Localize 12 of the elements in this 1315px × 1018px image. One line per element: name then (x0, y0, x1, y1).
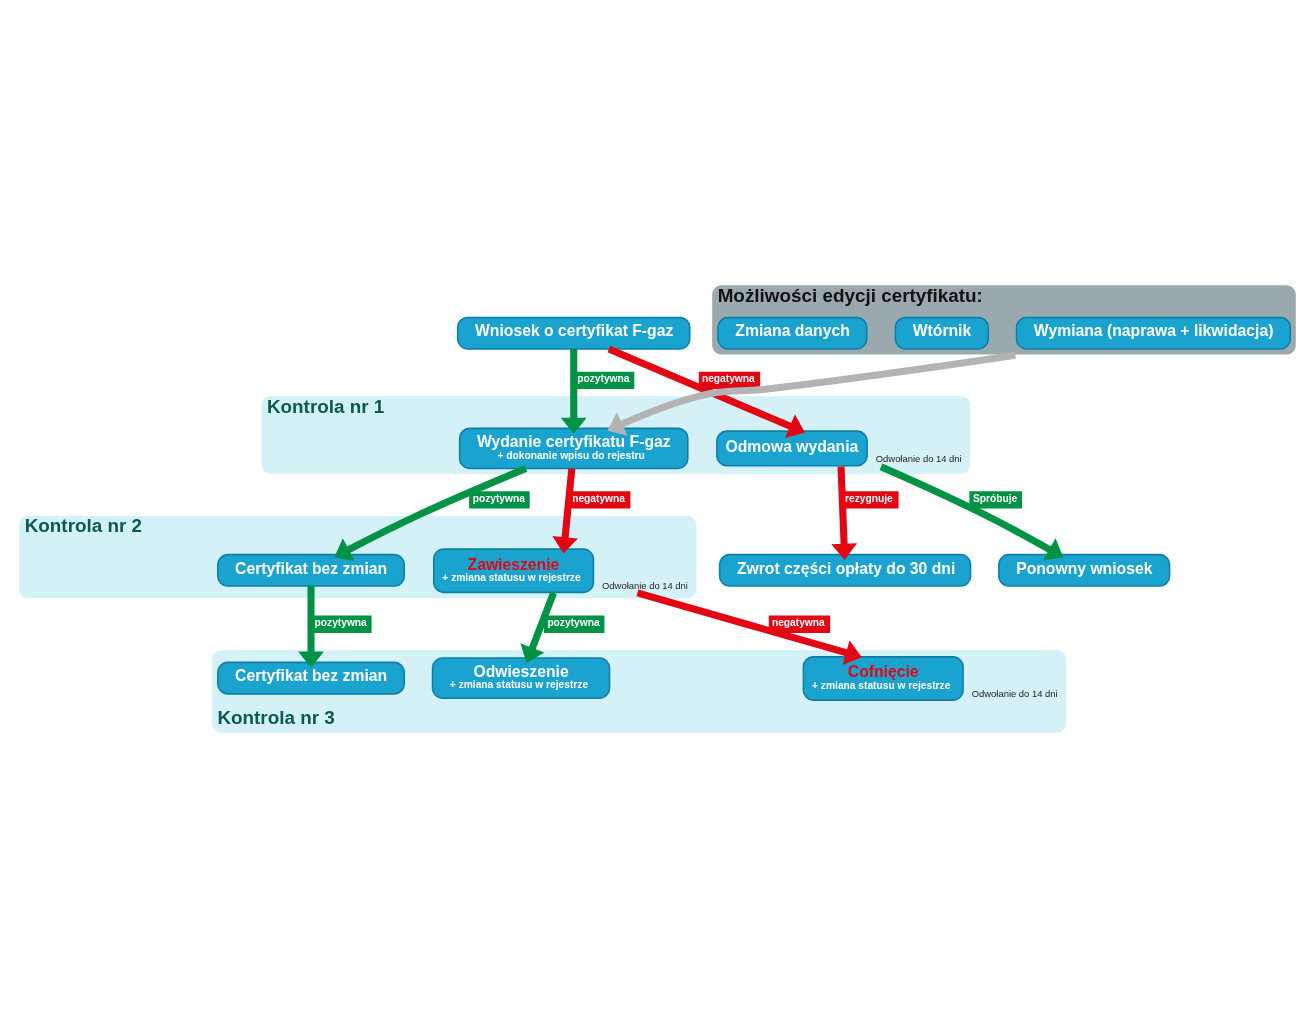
edge-label: pozytywna (547, 617, 600, 629)
node-label: Odwołanie do 14 dni (971, 687, 1058, 699)
edge-label: Spróbuje (972, 492, 1018, 504)
edge-label: pozytywna (577, 373, 630, 385)
edge-label: negatywna (572, 492, 625, 504)
edge-label: pozytywna (472, 492, 525, 504)
edge-label: negatywna (701, 373, 755, 385)
node-label: Odwołanie do 14 dni (602, 579, 688, 591)
edge-label: negatywna (771, 617, 825, 629)
edge-label: pozytywna (314, 617, 367, 629)
edge-label: rezygnuje (845, 492, 893, 504)
node-label: Odwołanie do 14 dni (875, 453, 962, 465)
